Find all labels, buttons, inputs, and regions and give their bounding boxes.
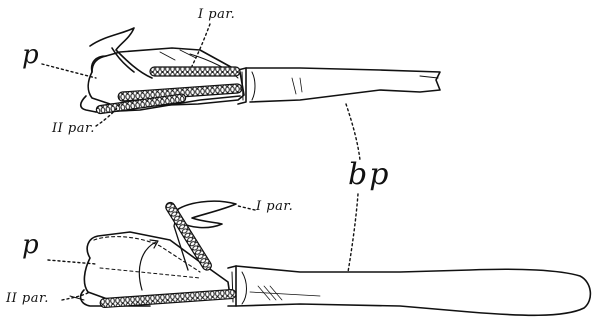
label-bp: bp [348,160,390,190]
lower-rod [236,266,590,315]
upper-label-p: p [22,42,39,68]
lower-label-p: p [22,232,39,258]
upper-label-I-par: I par. [198,8,235,21]
upper-hook [90,28,152,78]
upper-coil-I [150,67,240,76]
lower-label-II-par: II par. [6,292,49,305]
lower-label-I-par: I par. [256,200,293,213]
lower-coil-I [164,201,213,272]
upper-label-II-par: II par. [52,122,95,135]
lower-coil-II [100,289,236,307]
upper-rod [246,68,440,102]
arrow-curve [139,242,156,290]
